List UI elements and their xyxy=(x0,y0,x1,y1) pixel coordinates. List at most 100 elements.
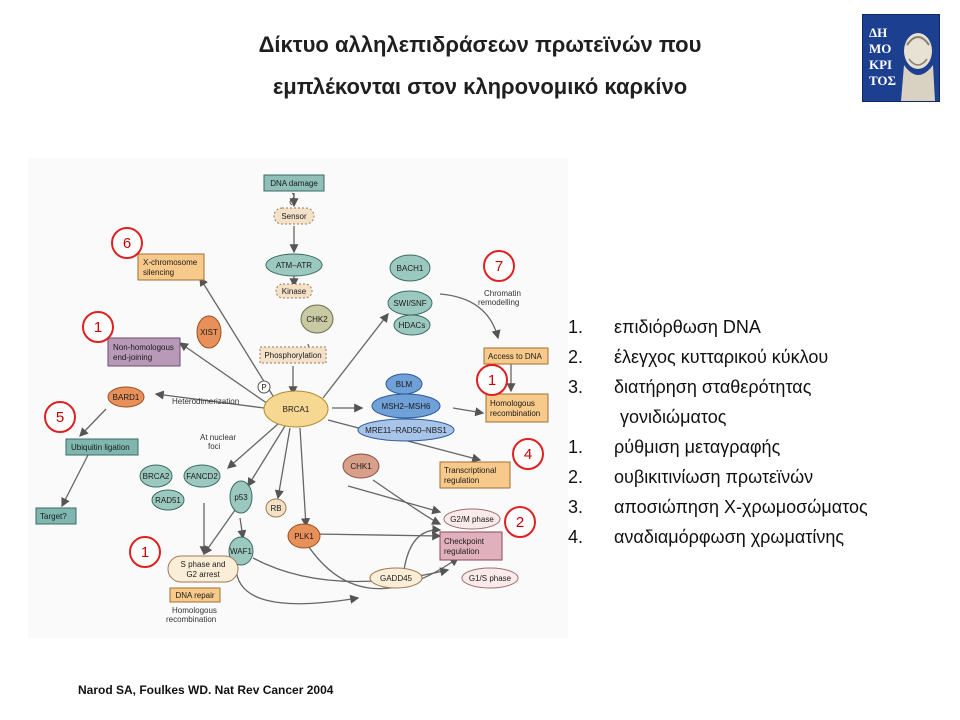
svg-text:regulation: regulation xyxy=(444,547,479,556)
svg-text:Access to DNA: Access to DNA xyxy=(488,352,542,361)
node-dna-damage: DNA damage xyxy=(263,174,325,192)
node-homologous-recombination: Homologous recombination xyxy=(485,393,549,423)
list-item: 2.ουβικιτινίωση πρωτεϊνών xyxy=(568,467,814,487)
node-swi-snf: SWI/SNF xyxy=(387,290,433,316)
svg-text:RAD51: RAD51 xyxy=(155,496,181,505)
label-at-nuclear-foci: At nuclear xyxy=(200,433,236,442)
svg-text:MSH2–MSH6: MSH2–MSH6 xyxy=(382,402,431,411)
citation: Narod SA, Foulkes WD. Nat Rev Cancer 200… xyxy=(78,683,334,697)
svg-text:ATM–ATR: ATM–ATR xyxy=(276,261,312,270)
svg-text:G1/S phase: G1/S phase xyxy=(469,574,512,583)
label-heterodimerization: Heterodimerization xyxy=(172,397,239,406)
node-rb: RB xyxy=(265,498,287,518)
node-sensor: Sensor xyxy=(273,207,315,225)
node-p53: p53 xyxy=(229,480,253,514)
node-non-homologous-end-joining: Non-homologous end-joining xyxy=(107,337,181,367)
svg-text:S phase and: S phase and xyxy=(181,560,226,569)
svg-text:PLK1: PLK1 xyxy=(294,532,314,541)
svg-text:P: P xyxy=(261,383,266,392)
svg-text:remodelling: remodelling xyxy=(478,298,519,307)
node-bard1: BARD1 xyxy=(107,386,145,408)
svg-text:2: 2 xyxy=(516,514,524,531)
svg-text:Transcriptional: Transcriptional xyxy=(444,466,496,475)
list-item: 1.επιδιόρθωση DNA xyxy=(568,317,761,337)
svg-text:p53: p53 xyxy=(234,493,248,502)
node-access-to-dna: Access to DNA xyxy=(483,347,549,365)
node-xist: XIST xyxy=(196,315,222,349)
badge-2: 2 xyxy=(504,506,536,538)
node-fancd2: FANCD2 xyxy=(183,464,221,488)
interaction-arrows xyxy=(61,193,516,605)
badge-4: 4 xyxy=(512,438,544,470)
svg-text:Target?: Target? xyxy=(40,512,67,521)
badge-7: 7 xyxy=(483,250,515,282)
svg-text:Kinase: Kinase xyxy=(282,287,307,296)
svg-text:FANCD2: FANCD2 xyxy=(186,472,218,481)
badge-5: 5 xyxy=(44,401,76,433)
svg-text:6: 6 xyxy=(123,235,131,252)
svg-text:end-joining: end-joining xyxy=(113,353,152,362)
svg-text:GADD45: GADD45 xyxy=(380,574,413,583)
democritus-logo: ΔΗ ΜΟ ΚΡΙ ΤΟΣ xyxy=(862,14,940,102)
svg-text:BRCA1: BRCA1 xyxy=(283,405,310,414)
svg-text:ΤΟΣ: ΤΟΣ xyxy=(869,73,896,88)
node-bach1: BACH1 xyxy=(389,254,431,282)
node-plk1: PLK1 xyxy=(287,523,321,549)
list-item: 4.αναδιαμόρφωση χρωματίνης xyxy=(568,527,845,547)
node-phosphorylation: Phosphorylation xyxy=(259,346,327,364)
label-chromatin-remodelling: Chromatin xyxy=(484,289,521,298)
node-kinase: Kinase xyxy=(275,283,313,299)
node-g2m-phase: G2/M phase xyxy=(443,508,501,530)
svg-text:regulation: regulation xyxy=(444,476,479,485)
svg-text:BARD1: BARD1 xyxy=(113,393,140,402)
node-waf1: WAF1 xyxy=(228,536,254,566)
svg-text:CHK1: CHK1 xyxy=(350,462,372,471)
list-item: 1.ρύθμιση μεταγραφής xyxy=(568,437,781,457)
node-chk2: CHK2 xyxy=(300,304,334,334)
svg-text:4: 4 xyxy=(524,446,532,463)
svg-text:WAF1: WAF1 xyxy=(230,547,252,556)
svg-text:ΔΗ: ΔΗ xyxy=(869,25,887,40)
list-item: 3.διατήρηση σταθερότητας xyxy=(568,377,812,397)
svg-text:Phosphorylation: Phosphorylation xyxy=(264,351,321,360)
node-msh2-msh6: MSH2–MSH6 xyxy=(371,393,441,419)
svg-text:Homologous: Homologous xyxy=(490,399,535,408)
svg-text:foci: foci xyxy=(208,442,221,451)
svg-text:DNA damage: DNA damage xyxy=(270,179,318,188)
node-brca2: BRCA2 xyxy=(139,464,173,488)
svg-text:BACH1: BACH1 xyxy=(397,264,424,273)
node-target: Target? xyxy=(35,507,77,525)
node-g1s-phase: G1/S phase xyxy=(461,567,519,589)
svg-text:HDACs: HDACs xyxy=(399,321,426,330)
svg-text:5: 5 xyxy=(56,409,64,426)
svg-text:G2 arrest: G2 arrest xyxy=(186,570,220,579)
svg-text:Sensor: Sensor xyxy=(281,212,307,221)
node-chk1: CHK1 xyxy=(342,453,380,479)
svg-text:G2/M phase: G2/M phase xyxy=(450,515,494,524)
svg-text:silencing: silencing xyxy=(143,268,174,277)
svg-text:BRCA2: BRCA2 xyxy=(143,472,170,481)
svg-text:1: 1 xyxy=(94,319,102,336)
node-ubiquitin-ligation: Ubiquitin ligation xyxy=(65,438,139,456)
svg-text:recombination: recombination xyxy=(166,615,216,624)
slide-title-line-2: εμπλέκονται στον κληρονομικό καρκίνο xyxy=(272,74,688,99)
node-x-chromosome-silencing: X-chromosome silencing xyxy=(137,253,205,281)
svg-text:X-chromosome: X-chromosome xyxy=(143,258,198,267)
protein-interaction-diagram: DNA damage Sensor ATM–ATR Kinase CHK2 Ph… xyxy=(28,158,568,638)
node-dna-repair: DNA repair xyxy=(169,587,221,603)
node-checkpoint-regulation: Checkpoint regulation xyxy=(439,531,503,561)
svg-text:BLM: BLM xyxy=(396,380,413,389)
node-hdacs: HDACs xyxy=(393,314,431,336)
node-gadd45: GADD45 xyxy=(369,567,423,589)
svg-text:SWI/SNF: SWI/SNF xyxy=(393,299,426,308)
list-item: 2.έλεγχος κυτταρικού κύκλου xyxy=(568,347,829,367)
svg-text:1: 1 xyxy=(141,544,149,561)
badge-1-sphase: 1 xyxy=(129,536,161,568)
wavy-connector xyxy=(289,192,295,206)
node-rad51: RAD51 xyxy=(151,489,185,511)
badge-6: 6 xyxy=(111,227,143,259)
svg-text:ΜΟ: ΜΟ xyxy=(869,41,891,56)
badge-1-hr: 1 xyxy=(476,364,508,396)
svg-text:MRE11–RAD50–NBS1: MRE11–RAD50–NBS1 xyxy=(365,426,447,435)
node-phospho-p: P xyxy=(257,380,271,394)
